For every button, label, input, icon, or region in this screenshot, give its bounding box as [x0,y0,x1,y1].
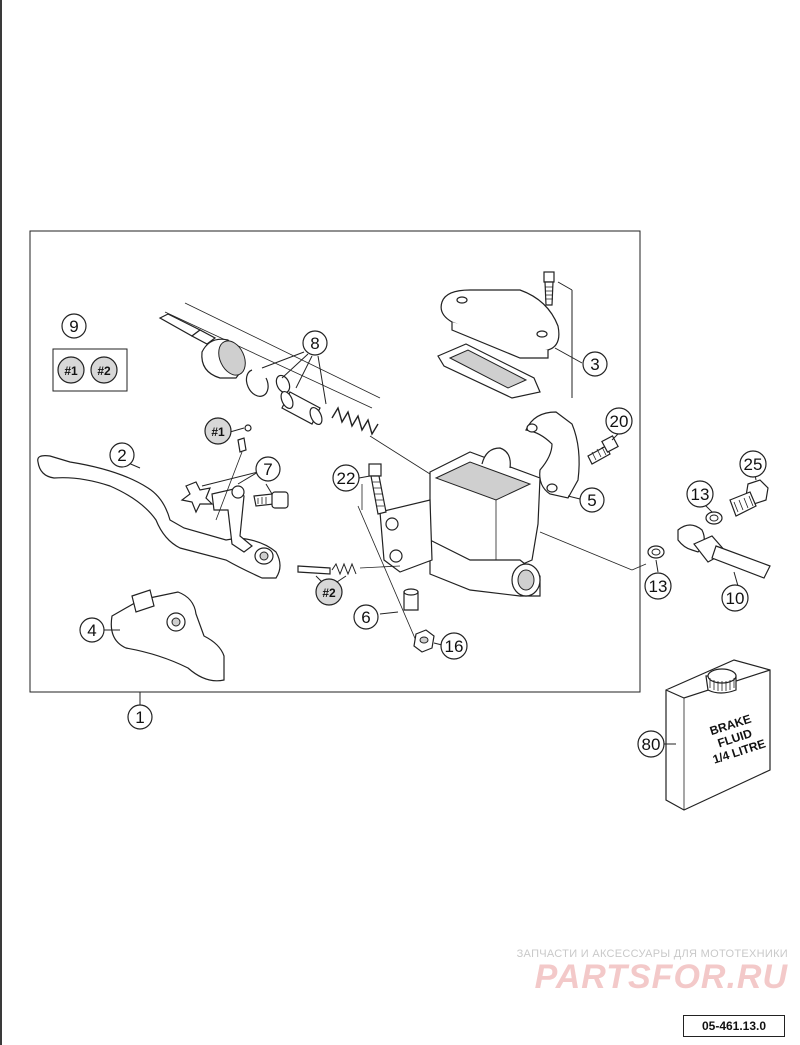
callout-22: 22 [332,464,371,492]
brake-fluid-bottle: BRAKE FLUID 1/4 LITRE [664,659,771,811]
adjuster-assembly-part [180,424,289,553]
callout-1: 1 [127,704,153,730]
kit-tag-2-badge [90,356,118,384]
callout-80: 80 [637,730,665,758]
kit-tag-2: #2 [97,364,111,378]
piston-kit-part [158,302,381,436]
hose-fittings-part [647,469,771,587]
page-left-border [0,0,2,1045]
callout-25-label: 25 [744,455,763,474]
kit-tag-1-badge [57,356,85,384]
callout-16-label: 16 [445,637,464,656]
callout-4-label: 4 [87,621,96,640]
callout-16: 16 [440,632,468,660]
callout-13-lower-label: 13 [649,577,668,596]
callout-5-label: 5 [587,491,596,510]
callout-20-label: 20 [610,412,629,431]
master-cylinder-body [369,435,647,597]
callout-10-label: 10 [726,589,745,608]
callout-2: 2 [109,442,135,468]
lever-tag-1-label: #1 [211,425,225,439]
callout-13-lower: 13 [644,572,672,600]
brake-lever-part [37,455,281,579]
watermark-caption: ЗАПЧАСТИ И АКСЕССУАРЫ ДЛЯ МОТОТЕХНИКИ [516,948,788,960]
callout-3: 3 [582,351,608,377]
lever-tag-1: #1 [204,417,232,445]
callout-80-label: 80 [642,735,661,754]
lever-pin-part [297,562,401,585]
callout-13-upper: 13 [686,480,714,508]
nut-part [413,629,443,653]
pin-tag-2-label: #2 [322,586,336,600]
callout-1-label: 1 [135,708,144,727]
handlebar-clamp-part [525,411,581,500]
callout-3-label: 3 [590,355,599,374]
callout-5: 5 [579,487,605,513]
callout-10: 10 [721,584,749,612]
lever-cover-part [104,589,225,682]
callout-9: 9 [61,313,87,339]
callout-8: 8 [261,330,328,405]
callout-4: 4 [79,617,105,643]
callout-7-label: 7 [263,460,272,479]
callout-9-label: 9 [69,317,78,336]
callout-6: 6 [353,604,379,630]
callout-20: 20 [605,407,633,435]
callout-7: 7 [255,456,281,482]
callout-25: 25 [739,450,767,478]
callout-6-label: 6 [361,608,370,627]
reservoir-cover-part [437,271,583,399]
watermark: ЗАПЧАСТИ И АКСЕССУАРЫ ДЛЯ МОТОТЕХНИКИ PA… [488,948,788,997]
reference-code: 05-461.13.0 [683,1015,785,1037]
adjuster-screw-part [357,463,421,651]
kit-box-9: #1 #2 [52,348,128,392]
callout-13-upper-label: 13 [691,485,710,504]
pin-tag-2: #2 [315,578,343,606]
kit-tag-1: #1 [64,364,78,378]
callout-8-label: 8 [310,334,319,353]
watermark-brand: PARTSFOR.RU [534,958,788,996]
assembly-frame [29,230,641,693]
callout-22-label: 22 [337,469,356,488]
callout-2-label: 2 [117,446,126,465]
clamp-screw-part [587,431,621,465]
bushing-part [379,588,419,615]
